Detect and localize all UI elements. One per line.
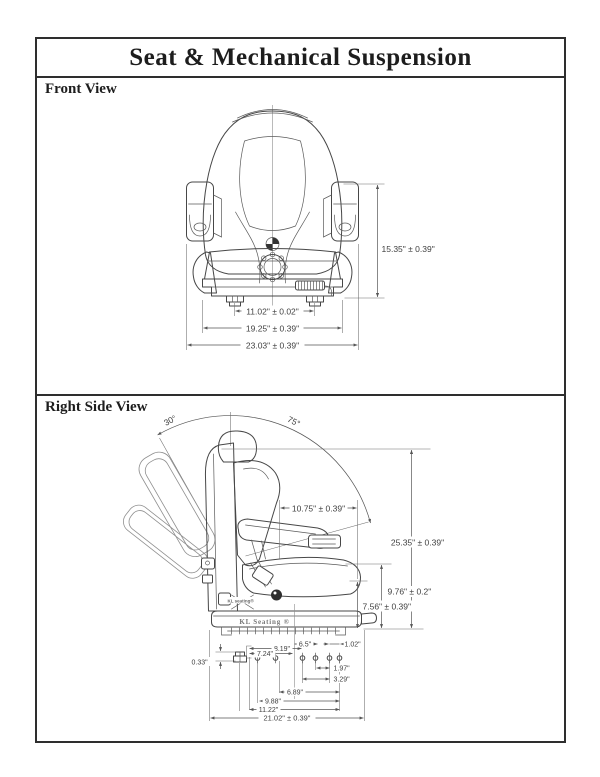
side-view-drawing: 30° 75° [123,412,448,723]
base-brand-label: KL Seating ® [239,618,289,626]
front-seat-outline [186,105,359,311]
dim-front-overall-width: 23.03" ± 0.39" [246,341,299,351]
sheet-title: Seat & Mechanical Suspension [129,43,472,71]
dim-11-22: 11.22" [259,707,279,714]
front-dimension-labels: 15.35" ± 0.39" 11.02" ± 0.02" 19.25" ± 0… [240,244,435,351]
dim-9-88: 9.88" [265,699,282,706]
dim-3-29: 3.29" [334,677,351,684]
dim-front-height: 15.35" ± 0.39" [382,244,435,254]
dim-8-19: 8.19" [274,646,291,653]
dim-front-height: 7.56" ± 0.39" [363,602,412,612]
front-view-drawing: 15.35" ± 0.39" 11.02" ± 0.02" 19.25" ± 0… [186,105,435,351]
dim-front-base-width: 19.25" ± 0.39" [246,324,299,334]
front-view-section: Front View [37,78,564,396]
dim-7-24: 7.24" [257,651,274,658]
side-view-section: Right Side View 30° 75° [37,396,564,741]
dim-armrest: 10.75" ± 0.39" [292,504,345,514]
sheet-frame: Seat & Mechanical Suspension Front View [35,37,566,743]
side-seat-outline: KL seating® KL Seating ® [201,430,377,636]
recline-angle-arc: 30° 75° [157,412,371,557]
title-bar: Seat & Mechanical Suspension [37,39,564,78]
side-view-label: Right Side View [45,399,148,415]
suspension-brand-label: KL seating® [228,598,255,604]
angle-forward-label: 75° [286,414,302,429]
dim-1-02: 1.02" [345,642,362,649]
front-view-label: Front View [45,81,117,97]
dim-6-5: 6.5" [299,642,312,649]
dim-6-89: 6.89" [287,690,304,697]
dim-overall-depth: 21.02" ± 0.39" [264,714,311,723]
reclined-backrest-ghost [123,451,216,579]
dim-overall-height: 25.35" ± 0.39" [391,538,444,548]
dim-0-33: 0.33" [192,660,209,667]
dim-1-97: 1.97" [334,666,351,673]
angle-back-label: 30° [162,413,178,428]
dim-rear-height: 9.76" ± 0.2" [388,587,432,597]
side-dimension-labels: 10.75" ± 0.39" 25.35" ± 0.39" 9.76" ± 0.… [190,502,448,723]
dim-front-mount-width: 11.02" ± 0.02" [246,307,299,317]
